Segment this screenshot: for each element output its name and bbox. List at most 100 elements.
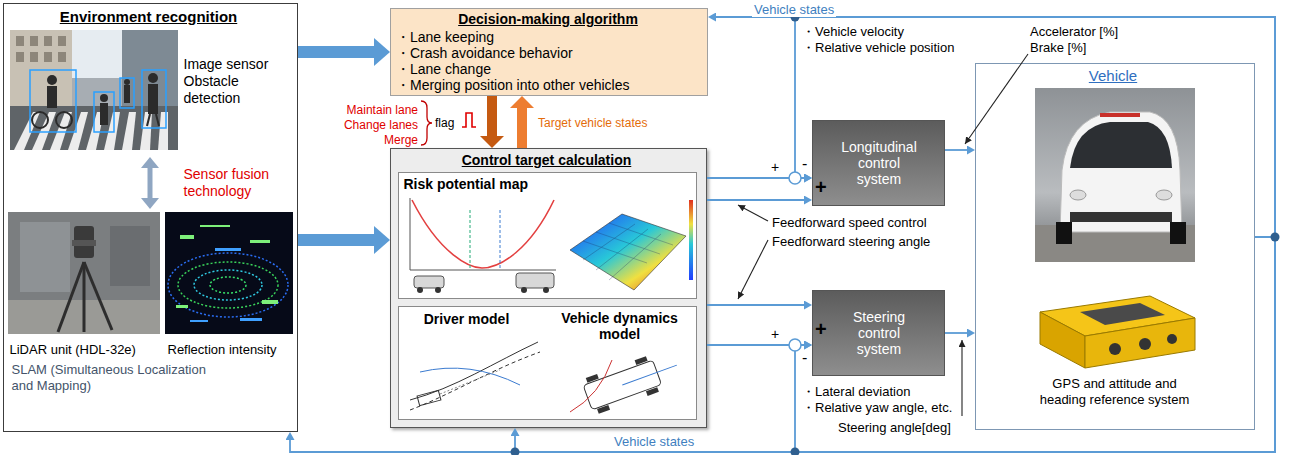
mode-label: Maintain lane (347, 103, 418, 118)
control-block: Longitudinal control system (812, 120, 945, 206)
text-slot: Brake [%] (1030, 38, 1150, 56)
signal-label: ・Relative vehicle position (802, 40, 954, 55)
signal-label: ・Lateral deviation (802, 384, 910, 399)
text-slot: ・Relative yaw angle, etc. (802, 398, 972, 416)
connector-arrow (716, 17, 1275, 237)
box-heading: Vehicle dynamics model (550, 310, 690, 342)
sum-sign: + (815, 176, 827, 198)
text-slot: SLAM (Simultaneous Localization and Mapp… (12, 362, 212, 394)
list-item: ・Crash avoidance behavior (396, 45, 573, 61)
text-slot: Vehicle states (752, 0, 862, 18)
text-slot: Vehicle states (612, 432, 722, 450)
fusion-double-arrow (141, 157, 159, 209)
sum-sign: + (815, 318, 827, 340)
text-slot: - (802, 349, 814, 367)
text-slot: Control target calculation (390, 151, 704, 169)
text-slot: Accelerator [%] (1030, 22, 1150, 40)
connector-arrow (298, 234, 374, 246)
reflection-intensity-image (165, 212, 293, 334)
risk-surface-plot (570, 200, 693, 290)
connector-arrow (707, 304, 804, 306)
signal-label: Accelerator [%] (1030, 24, 1118, 39)
text-slot: ・Merging position into other vehicles (396, 76, 701, 94)
text-slot: + (815, 176, 831, 198)
text-slot: Reflection intensity (168, 340, 294, 358)
vehicle-photo (1035, 88, 1195, 262)
control-block: Steering control system (812, 290, 945, 376)
connector-arrow (795, 17, 1275, 237)
text-slot: Longitudinal control system (834, 139, 924, 188)
text-slot: Change lanes (300, 115, 418, 133)
text-slot: ・Lane change (396, 60, 701, 78)
text-slot: Feedforward steering angle (772, 232, 952, 250)
text-slot: Vehicle dynamics model (550, 310, 690, 343)
risk-potential-plot (410, 198, 556, 293)
driver-model-sketch (410, 342, 540, 410)
lidar-photo (8, 212, 160, 334)
text-slot: ・Vehicle velocity (802, 22, 972, 40)
text-slot: LiDAR unit (HDL-32e) (10, 340, 162, 358)
panel-heading: Vehicle (1089, 67, 1137, 85)
text-slot: - (802, 155, 814, 173)
text-slot: + (815, 318, 831, 340)
connector-arrow (290, 237, 1275, 452)
mode-label: Merge (384, 133, 418, 148)
text-slot: Target vehicle states (538, 113, 678, 131)
signal-label: Steering angle[deg] (838, 420, 951, 435)
text-slot: Image sensor Obstacle detection (184, 56, 292, 107)
text-slot: Merge (300, 130, 418, 148)
text-slot: ・Relative vehicle position (802, 38, 972, 56)
street-photo (10, 30, 178, 150)
block-title: Steering control system (834, 309, 924, 357)
sum-sign: + (771, 159, 779, 175)
connector-arrow (945, 149, 967, 151)
text-slot: Maintain lane (300, 100, 418, 118)
vehicle-dynamics-sketch (570, 347, 683, 415)
connector-label: Vehicle states (612, 434, 696, 449)
connector-arrow (487, 96, 497, 136)
branch-dot (511, 13, 1280, 455)
text-slot: flag (435, 113, 465, 131)
pulse-symbol (462, 113, 476, 127)
connector-arrow (517, 108, 527, 148)
connector-label: Vehicle states (752, 2, 836, 17)
panel-heading: Environment recognition (60, 8, 238, 26)
text-slot: Vehicle (975, 67, 1252, 85)
signal-label: ・Relative yaw angle, etc. (802, 400, 952, 415)
flag-label: flag (435, 116, 454, 131)
feedforward-label: Feedforward speed control (772, 215, 927, 230)
box-heading: Risk potential map (404, 176, 528, 192)
text-slot: Steering angle[deg] (838, 418, 962, 436)
box-heading: Decision-making algorithm (458, 11, 638, 27)
decision-box: Decision-making algorithm・Lane keeping・C… (390, 8, 708, 96)
signal-label: Target vehicle states (538, 116, 647, 131)
feedforward-label: Feedforward steering angle (772, 234, 930, 249)
text-slot: Feedforward speed control (772, 213, 952, 231)
text-slot: + (771, 325, 785, 343)
sum-sign: - (802, 349, 807, 367)
model-box: Driver model Vehicle dynamics model (398, 306, 697, 420)
sum-sign: + (771, 326, 779, 342)
list-item: ・Lane change (396, 61, 491, 77)
box-heading: Driver model (424, 311, 510, 327)
text-slot: Steering control system (834, 309, 924, 358)
text-slot: ・Lateral deviation (802, 382, 972, 400)
list-item: ・Merging position into other vehicles (396, 77, 629, 93)
text-slot: GPS and attitude and heading reference s… (1035, 376, 1195, 408)
signal-label: ・Vehicle velocity (802, 24, 904, 39)
text-slot: Environment recognition (3, 8, 295, 26)
text-slot: ・Lane keeping (396, 28, 701, 46)
connector-arrow (298, 46, 374, 58)
text-slot: Risk potential map (404, 175, 604, 193)
text-slot: Sensor fusion technology (184, 166, 292, 200)
connector-arrow (707, 199, 804, 201)
block-title: Longitudinal control system (834, 139, 924, 187)
text-slot: Driver model (402, 310, 532, 328)
sum-sign: - (802, 155, 807, 173)
summing-junction (789, 172, 801, 351)
mode-label: Change lanes (344, 118, 418, 133)
leader-line (738, 54, 1028, 416)
box-heading: Control target calculation (462, 152, 632, 168)
method-caption: SLAM (Simultaneous Localization and Mapp… (12, 362, 212, 394)
text-slot: + (771, 158, 785, 176)
